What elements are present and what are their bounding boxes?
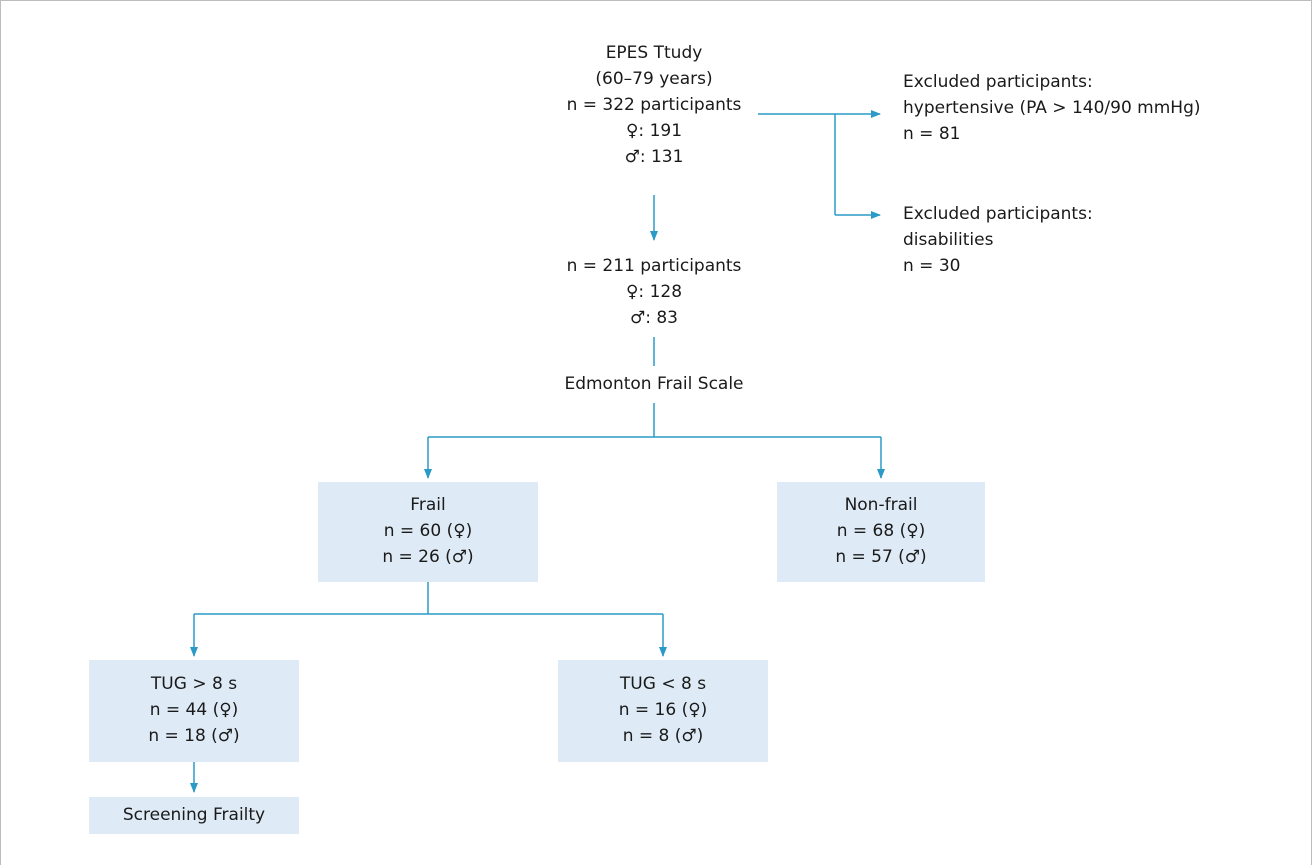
excluded-disabilities: Excluded participants: disabilities n = … [903, 201, 1093, 279]
excluded-hypertensive: Excluded participants: hypertensive (PA … [903, 69, 1201, 147]
included-node: n = 211 participants ♀: 128 ♂: 83 [530, 253, 778, 331]
non-frail-title: Non-frail [844, 495, 918, 515]
tug-less-title: TUG < 8 s [619, 674, 707, 694]
tug-less-box: TUG < 8 s n = 16 (♀) n = 8 (♂) [558, 660, 768, 762]
excluded-1-reason: hypertensive (PA > 140/90 mmHg) [903, 98, 1201, 118]
non-frail-female-count: n = 68 (♀) [836, 521, 926, 541]
root-node: EPES Ttudy (60–79 years) n = 322 partici… [540, 40, 768, 170]
frail-male-count: n = 26 (♂) [382, 547, 474, 567]
excluded-2-title: Excluded participants: [903, 204, 1093, 224]
tug-greater-title: TUG > 8 s [150, 674, 238, 694]
tug-greater-male-count: n = 18 (♂) [148, 726, 240, 746]
frail-box: Frail n = 60 (♀) n = 26 (♂) [318, 482, 538, 582]
excluded-1-count: n = 81 [903, 124, 961, 144]
tug-less-male-count: n = 8 (♂) [622, 726, 704, 746]
root-total: n = 322 participants [566, 95, 742, 115]
non-frail-male-count: n = 57 (♂) [835, 547, 927, 567]
root-female-count: ♀: 191 [625, 121, 683, 141]
screening-frailty-box: Screening Frailty [89, 797, 299, 834]
screening-frailty-title: Screening Frailty [122, 805, 266, 825]
included-female-count: ♀: 128 [625, 282, 683, 302]
non-frail-box: Non-frail n = 68 (♀) n = 57 (♂) [777, 482, 985, 582]
excluded-1-title: Excluded participants: [903, 72, 1093, 92]
root-title: EPES Ttudy [605, 43, 703, 63]
excluded-2-reason: disabilities [903, 230, 994, 250]
frail-female-count: n = 60 (♀) [383, 521, 473, 541]
excluded-2-count: n = 30 [903, 256, 961, 276]
included-total: n = 211 participants [566, 256, 742, 276]
scale-label: Edmonton Frail Scale [564, 374, 744, 394]
tug-greater-female-count: n = 44 (♀) [149, 700, 239, 720]
root-male-count: ♂: 131 [624, 147, 684, 167]
included-male-count: ♂: 83 [629, 308, 678, 328]
tug-greater-box: TUG > 8 s n = 44 (♀) n = 18 (♂) [89, 660, 299, 762]
root-age-range: (60–79 years) [595, 69, 713, 89]
tug-less-female-count: n = 16 (♀) [618, 700, 708, 720]
frail-title: Frail [410, 495, 446, 515]
